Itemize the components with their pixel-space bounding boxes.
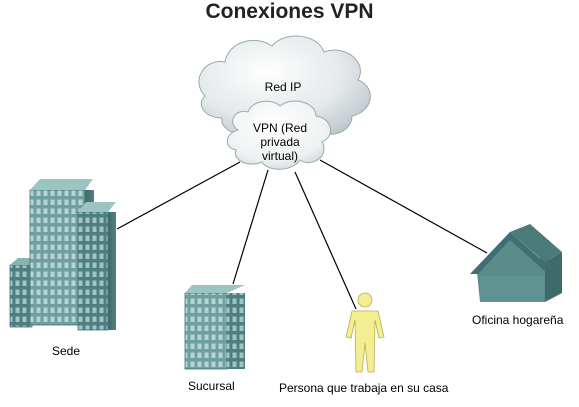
cloud-vpn-label-line-2: privada [260,135,300,149]
home-office-label: Oficina hogareña [472,313,564,327]
link-headquarters [116,161,241,230]
links [116,159,488,310]
link-branch [232,169,269,285]
cloud-vpn-label-line-1: VPN (Red [252,121,308,135]
teleworker-person-icon [345,292,385,373]
cloud-red-ip-label: Red IP [264,80,302,94]
cloud-vpn-label: VPN (Red privada virtual) [240,121,320,163]
headquarters-label: Sede [52,344,81,358]
diagram-title: Conexiones VPN [205,0,374,23]
teleworker-label: Persona que trabaja en su casa [279,381,449,395]
link-home-office [319,159,488,254]
branch-label: Sucursal [188,379,235,393]
cloud-vpn [226,100,331,170]
link-teleworker [294,171,357,310]
branch-building-icon [184,285,245,370]
home-office-house-icon [470,224,562,302]
cloud-vpn-label-line-3: virtual) [261,149,298,163]
headquarters-building-icon [9,179,116,331]
